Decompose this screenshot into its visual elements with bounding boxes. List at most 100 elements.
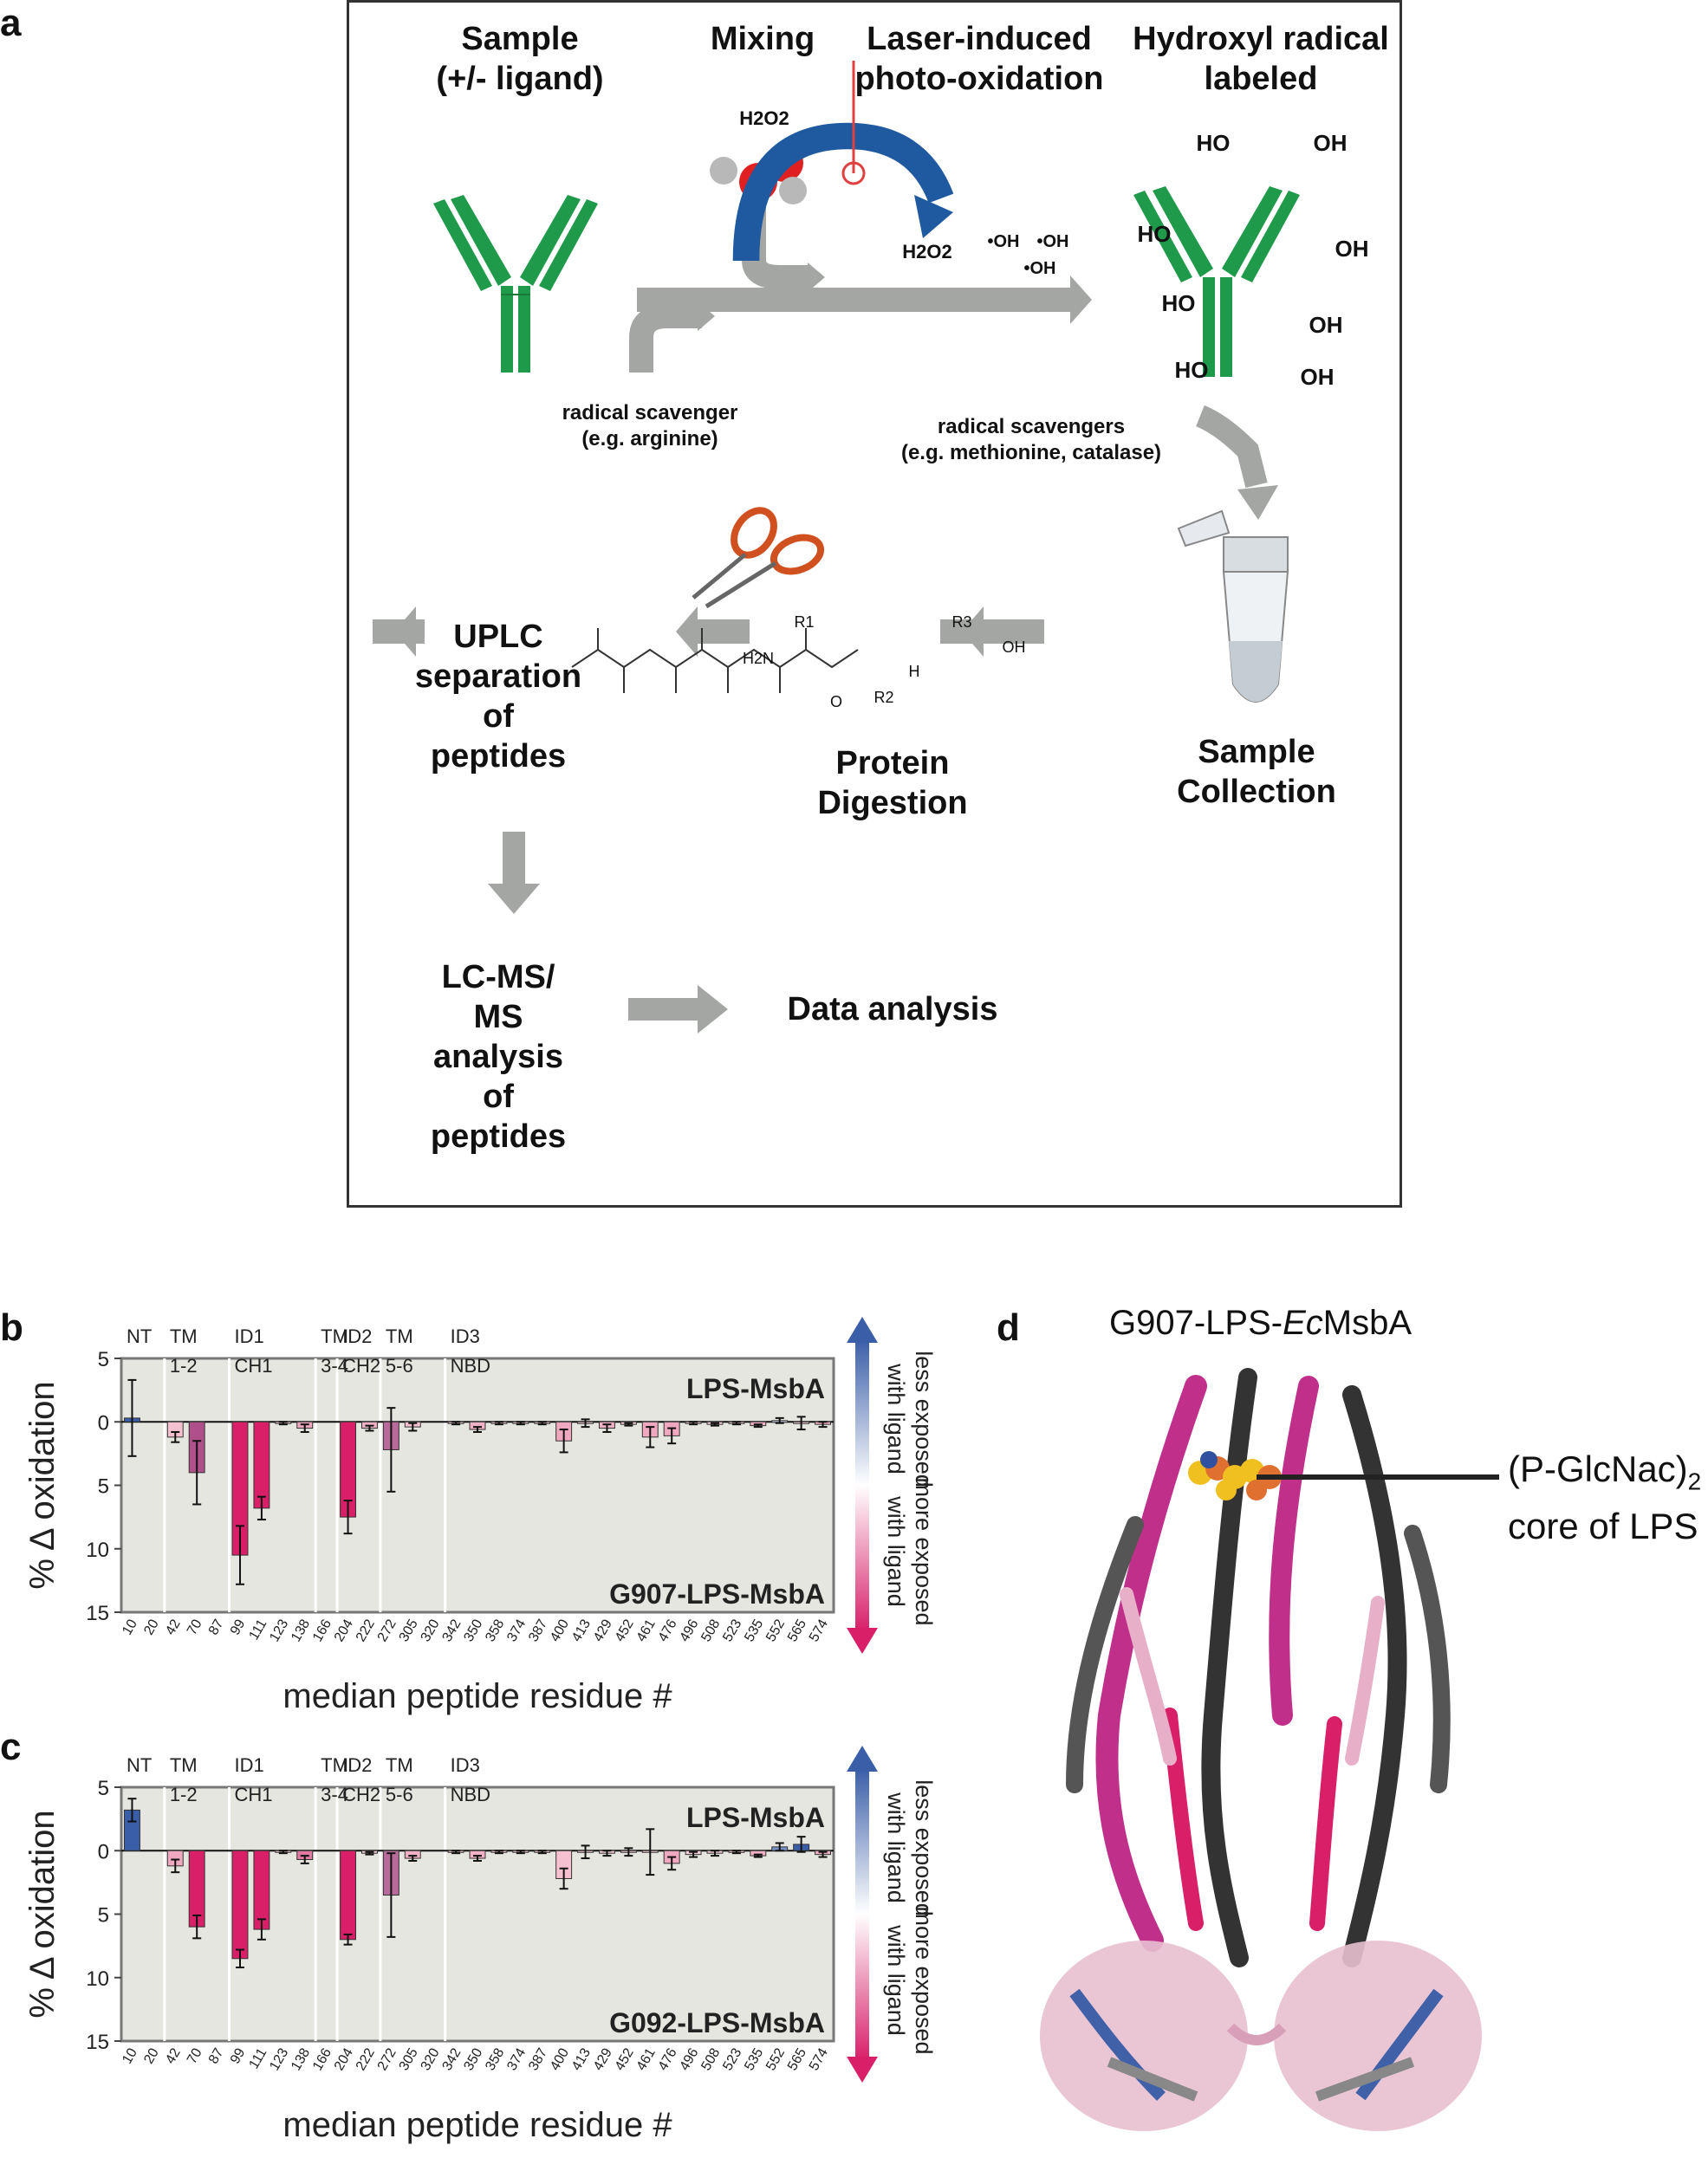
x-tick-label: 552 bbox=[763, 2045, 788, 2073]
x-tick-label: 387 bbox=[526, 1617, 550, 1644]
x-tick-label: 305 bbox=[397, 2045, 421, 2073]
panel-a-letter: a bbox=[0, 2, 22, 44]
more-exposed-label: more exposed bbox=[911, 1906, 937, 2054]
x-tick-label: 204 bbox=[332, 1617, 356, 1644]
domain-label: TM bbox=[321, 1325, 348, 1347]
h2o2-label-laser: H2O2 bbox=[902, 241, 952, 262]
x-tick-label: 496 bbox=[677, 2045, 701, 2073]
collection-arrow-icon bbox=[1195, 405, 1278, 520]
top-condition-label: LPS-MsbA bbox=[686, 1802, 825, 1833]
x-tick-label: 461 bbox=[634, 2045, 659, 2073]
domain-label: TM bbox=[386, 1754, 413, 1776]
x-tick-label: 565 bbox=[785, 2045, 809, 2073]
x-tick-label: 358 bbox=[483, 2045, 507, 2073]
peptide-r2: R2 bbox=[873, 689, 894, 706]
x-tick-label: 429 bbox=[591, 1617, 615, 1644]
h2o2-label-top: H2O2 bbox=[739, 107, 789, 129]
domain-sublabel: NBD bbox=[451, 1784, 490, 1805]
antibody-icon bbox=[433, 195, 598, 373]
domain-label: NT bbox=[127, 1754, 152, 1776]
x-tick-label: 123 bbox=[267, 1617, 291, 1644]
x-tick-label: 476 bbox=[656, 2045, 680, 2073]
domain-label: ID2 bbox=[342, 1754, 372, 1776]
step-labeled-label: Hydroxyl radical labeled bbox=[1133, 21, 1389, 97]
domain-label: TM bbox=[170, 1754, 198, 1776]
bar-204 bbox=[340, 1850, 357, 1941]
x-tick-label: 574 bbox=[807, 1617, 831, 1644]
ho-label-7: HO bbox=[1174, 357, 1209, 383]
exposure-gradient-bar bbox=[855, 1339, 869, 1631]
domain-sublabel: 1-2 bbox=[170, 1784, 198, 1805]
y-tick-label: 0 bbox=[98, 1840, 109, 1863]
x-tick-label: 342 bbox=[439, 2045, 464, 2073]
panel-b-letter: b bbox=[0, 1306, 23, 1349]
panel-d-title-italic: Ec bbox=[1283, 1304, 1323, 1342]
x-tick-label: 20 bbox=[141, 2045, 162, 2066]
x-tick-label: 305 bbox=[397, 1617, 421, 1644]
x-tick-label: 70 bbox=[185, 1617, 205, 1637]
x-tick-label: 111 bbox=[246, 2045, 270, 2071]
domain-label: TM bbox=[321, 1754, 348, 1776]
ho-label-1: HO bbox=[1196, 130, 1231, 156]
step-mixing-label: Mixing bbox=[710, 21, 815, 57]
x-tick-label: 272 bbox=[375, 1617, 399, 1644]
lps-callout-subscript: 2 bbox=[1687, 1468, 1702, 1495]
y-tick-label: 5 bbox=[98, 1475, 109, 1499]
y-tick-label: 15 bbox=[86, 1602, 109, 1625]
bar-99 bbox=[231, 1850, 249, 1960]
panel-d-title-suffix: MsbA bbox=[1322, 1304, 1413, 1342]
domain-sublabel: 5-6 bbox=[386, 1355, 413, 1377]
ho-label-6: OH bbox=[1309, 312, 1343, 338]
msba-structure-image bbox=[1040, 1368, 1482, 2131]
panel-d-title-prefix: G907-LPS- bbox=[1109, 1304, 1283, 1342]
domain-sublabel: 5-6 bbox=[386, 1784, 413, 1805]
lps-callout-line1: (P-GlcNac) bbox=[1508, 1448, 1688, 1489]
up-arrow-icon bbox=[847, 1317, 878, 1343]
ho-label-8: OH bbox=[1300, 364, 1335, 390]
domain-sublabel: CH2 bbox=[342, 1355, 380, 1377]
x-tick-label: 342 bbox=[439, 1617, 464, 1644]
domain-sublabel: NBD bbox=[451, 1355, 490, 1377]
callout-line bbox=[1257, 1474, 1499, 1480]
y-tick-label: 15 bbox=[86, 2031, 109, 2054]
domain-label: ID1 bbox=[235, 1325, 264, 1347]
domain-label: ID1 bbox=[235, 1754, 264, 1776]
digestion-arrow-icon bbox=[373, 606, 1044, 657]
domain-label: NT bbox=[127, 1325, 152, 1347]
peptide-oh: OH bbox=[1002, 638, 1026, 656]
x-tick-label: 452 bbox=[613, 1617, 637, 1644]
x-tick-label: 413 bbox=[569, 2045, 594, 2073]
x-tick-label: 222 bbox=[354, 2045, 378, 2073]
x-tick-label: 535 bbox=[742, 2045, 766, 2073]
ho-label-5: HO bbox=[1161, 290, 1196, 316]
step-uplc-label: UPLC separation of peptides bbox=[414, 619, 582, 774]
step-sample-label: Sample (+/- ligand) bbox=[436, 21, 604, 97]
x-tick-label: 42 bbox=[163, 2045, 184, 2066]
x-tick-label: 508 bbox=[698, 2045, 723, 2073]
x-tick-label: 138 bbox=[289, 2045, 313, 2073]
laser-arc-icon bbox=[732, 61, 954, 262]
peptide-structure-icon bbox=[571, 628, 859, 693]
panel-d-title: G907-LPS-EcMsbA bbox=[1109, 1304, 1412, 1343]
oh-radical-2: •OH bbox=[1036, 232, 1069, 251]
x-tick-label: 374 bbox=[504, 2045, 529, 2073]
scavenger-arginine-label: radical scavenger (e.g. arginine) bbox=[562, 401, 738, 450]
y-tick-label: 5 bbox=[98, 1904, 109, 1928]
bar-111 bbox=[253, 1421, 270, 1509]
x-tick-label: 574 bbox=[807, 2045, 831, 2073]
more-exposed-label: more exposed bbox=[911, 1477, 937, 1625]
x-tick-label: 452 bbox=[613, 2045, 637, 2073]
domain-sublabel: 1-2 bbox=[170, 1355, 198, 1377]
x-tick-label: 20 bbox=[141, 1617, 162, 1637]
x-tick-label: 111 bbox=[246, 1617, 270, 1643]
x-tick-label: 552 bbox=[763, 1617, 788, 1644]
x-tick-label: 222 bbox=[354, 1617, 378, 1644]
x-tick-label: 358 bbox=[483, 1617, 507, 1644]
x-tick-label: 523 bbox=[720, 1617, 744, 1644]
x-axis-label: median peptide residue # bbox=[283, 1677, 672, 1715]
x-tick-label: 99 bbox=[228, 2045, 249, 2066]
ho-label-3: HO bbox=[1137, 221, 1172, 247]
domain-sublabel: 3-4 bbox=[321, 1784, 348, 1805]
less-exposed-label: with ligand bbox=[883, 1792, 909, 1903]
